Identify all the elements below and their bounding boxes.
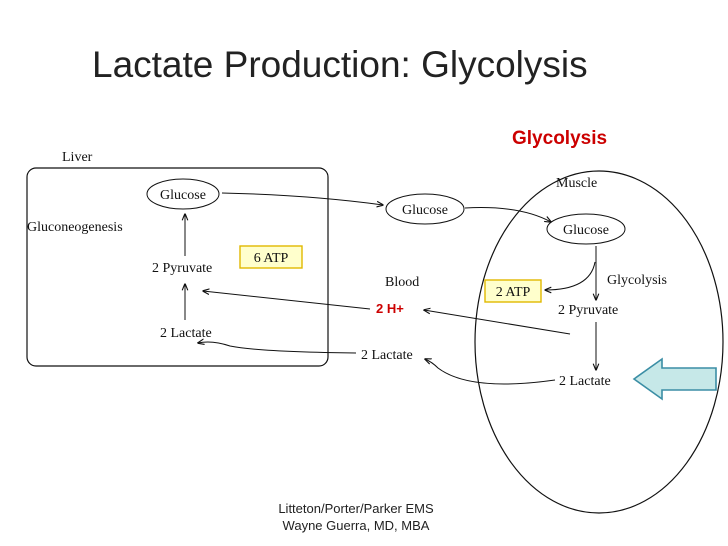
muscle-to-h-plus-arrow [424, 310, 571, 335]
muscle-ellipse [474, 170, 724, 514]
liver-title: Liver [62, 150, 93, 165]
liver-lactate-label: 2 Lactate [160, 326, 212, 341]
muscle-glycolysis-label: Glycolysis [607, 273, 667, 288]
glycolysis-heading: Glycolysis [512, 128, 607, 149]
liver-glucose-to-blood-arrow [221, 192, 383, 205]
footer-line-1: Litteton/Porter/Parker EMS [278, 501, 434, 516]
muscle-lactate-label: 2 Lactate [559, 374, 611, 389]
footer: Litteton/Porter/Parker EMS Wayne Guerra,… [230, 500, 482, 534]
liver-glucose-node [146, 178, 220, 210]
gluconeogenesis-label: Gluconeogenesis [27, 220, 123, 235]
liver-atp-label: 6 ATP [254, 251, 289, 266]
muscle-title: Muscle [556, 176, 597, 191]
highlight-block-arrow-icon [632, 357, 717, 401]
h-plus-to-liver-arrow [203, 291, 371, 310]
liver-pyruvate-label: 2 Pyruvate [152, 261, 212, 276]
muscle-glucose-label: Glucose [563, 223, 609, 238]
h-plus-label: 2 H+ [376, 301, 404, 316]
muscle-glucose-node [546, 213, 626, 245]
muscle-atp-box [484, 279, 542, 303]
blood-glucose-label: Glucose [402, 203, 448, 218]
blood-lactate-label: 2 Lactate [361, 348, 413, 363]
liver-atp-box [239, 245, 303, 269]
footer-line-2: Wayne Guerra, MD, MBA [282, 518, 430, 533]
muscle-lactate-to-blood-arrow [425, 359, 556, 385]
muscle-pyruvate-label: 2 Pyruvate [558, 303, 618, 318]
blood-glucose-node [385, 193, 465, 225]
slide-title: Lactate Production: Glycolysis [92, 44, 588, 85]
blood-label: Blood [385, 275, 419, 290]
liver-box [26, 167, 329, 367]
muscle-atp-label: 2 ATP [496, 285, 531, 300]
blood-glucose-to-muscle-arrow [464, 207, 551, 222]
blood-lactate-to-liver-arrow [198, 342, 357, 354]
glycolysis-to-atp-arrow [545, 261, 596, 290]
liver-glucose-label: Glucose [160, 188, 206, 203]
